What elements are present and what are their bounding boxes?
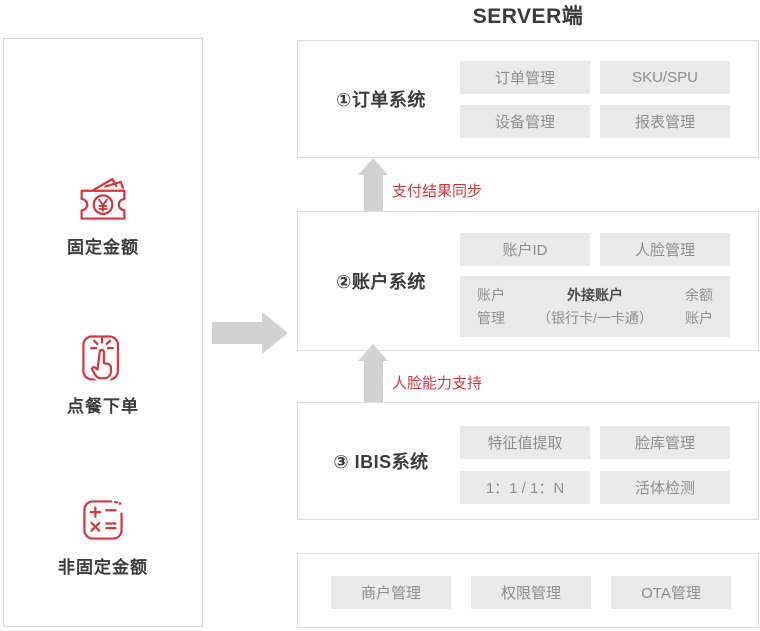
arrow-head — [262, 312, 288, 354]
account-col-line: 账户 — [477, 287, 505, 304]
face-support-arrow-icon — [358, 344, 388, 412]
client-item-label: 非固定金额 — [58, 558, 148, 577]
calculator-icon — [83, 500, 123, 540]
balance-account-col: 余额 账户 — [685, 284, 713, 329]
coupon-yen-icon — [80, 177, 126, 220]
chip-feature-extraction: 特征值提取 — [460, 426, 590, 459]
arrow-shaft — [363, 175, 383, 220]
ibis-system-box: ③ IBIS系统 特征值提取 脸库管理 1：1 / 1：N 活体检测 — [297, 402, 759, 520]
arrow-shaft — [212, 322, 262, 344]
external-account-col: 外接账户 （银行卡/一卡通） — [537, 284, 653, 329]
account-col-line: 余额 — [684, 287, 713, 304]
arrow-shaft — [363, 361, 383, 412]
tap-order-icon — [82, 335, 120, 382]
chip-ota-management: OTA管理 — [611, 576, 731, 609]
chip-device-management: 设备管理 — [460, 105, 590, 138]
payment-sync-arrow-icon — [358, 158, 388, 220]
chip-1-1-1-n: 1：1 / 1：N — [460, 471, 590, 504]
client-item-label: 固定金额 — [67, 238, 139, 257]
account-system-title: ②账户系统 — [336, 272, 426, 292]
chip-merchant-management: 商户管理 — [331, 576, 451, 609]
account-col-line: 管理 — [477, 309, 505, 326]
client-to-server-arrow-icon — [212, 312, 288, 354]
order-system-title: ①订单系统 — [336, 90, 426, 110]
arrow-head — [358, 158, 388, 175]
client-item-label: 点餐下单 — [67, 397, 139, 416]
click-burst — [90, 336, 114, 350]
payment-sync-label: 支付结果同步 — [392, 183, 483, 200]
management-box: 商户管理 权限管理 OTA管理 — [297, 553, 759, 628]
order-system-box: ①订单系统 订单管理 SKU/SPU 设备管理 报表管理 — [297, 40, 759, 158]
face-support-label: 人脸能力支持 — [392, 375, 483, 392]
account-col-line: 账户 — [684, 309, 713, 326]
page-title: SERVER端 — [472, 5, 584, 28]
chip-account-id: 账户ID — [460, 233, 590, 266]
client-item-tap-order: 点餐下单 — [4, 329, 202, 417]
arrow-head — [358, 344, 388, 361]
chip-permission-management: 权限管理 — [471, 576, 591, 609]
chip-liveness-detection: 活体检测 — [600, 471, 730, 504]
chip-face-library: 脸库管理 — [600, 426, 730, 459]
client-item-fixed-amount: 固定金额 — [4, 174, 202, 258]
client-item-variable-amount: 非固定金额 — [4, 494, 202, 578]
chip-order-management: 订单管理 — [460, 61, 590, 94]
chip-face-management: 人脸管理 — [600, 233, 730, 266]
external-account-title: 外接账户 — [566, 287, 623, 304]
external-account-subtitle: （银行卡/一卡通） — [537, 309, 653, 326]
chip-sku-spu: SKU/SPU — [600, 61, 730, 94]
chip-report-management: 报表管理 — [600, 105, 730, 138]
account-detail-box: 账户 管理 外接账户 （银行卡/一卡通） 余额 账户 — [460, 276, 730, 337]
account-system-box: ②账户系统 账户ID 人脸管理 账户 管理 外接账户 （银行卡/一卡通） 余额 … — [297, 211, 759, 351]
account-management-col: 账户 管理 — [477, 284, 505, 329]
client-panel: 固定金额 点餐下单 — [3, 38, 203, 627]
ibis-system-title: ③ IBIS系统 — [333, 452, 429, 472]
